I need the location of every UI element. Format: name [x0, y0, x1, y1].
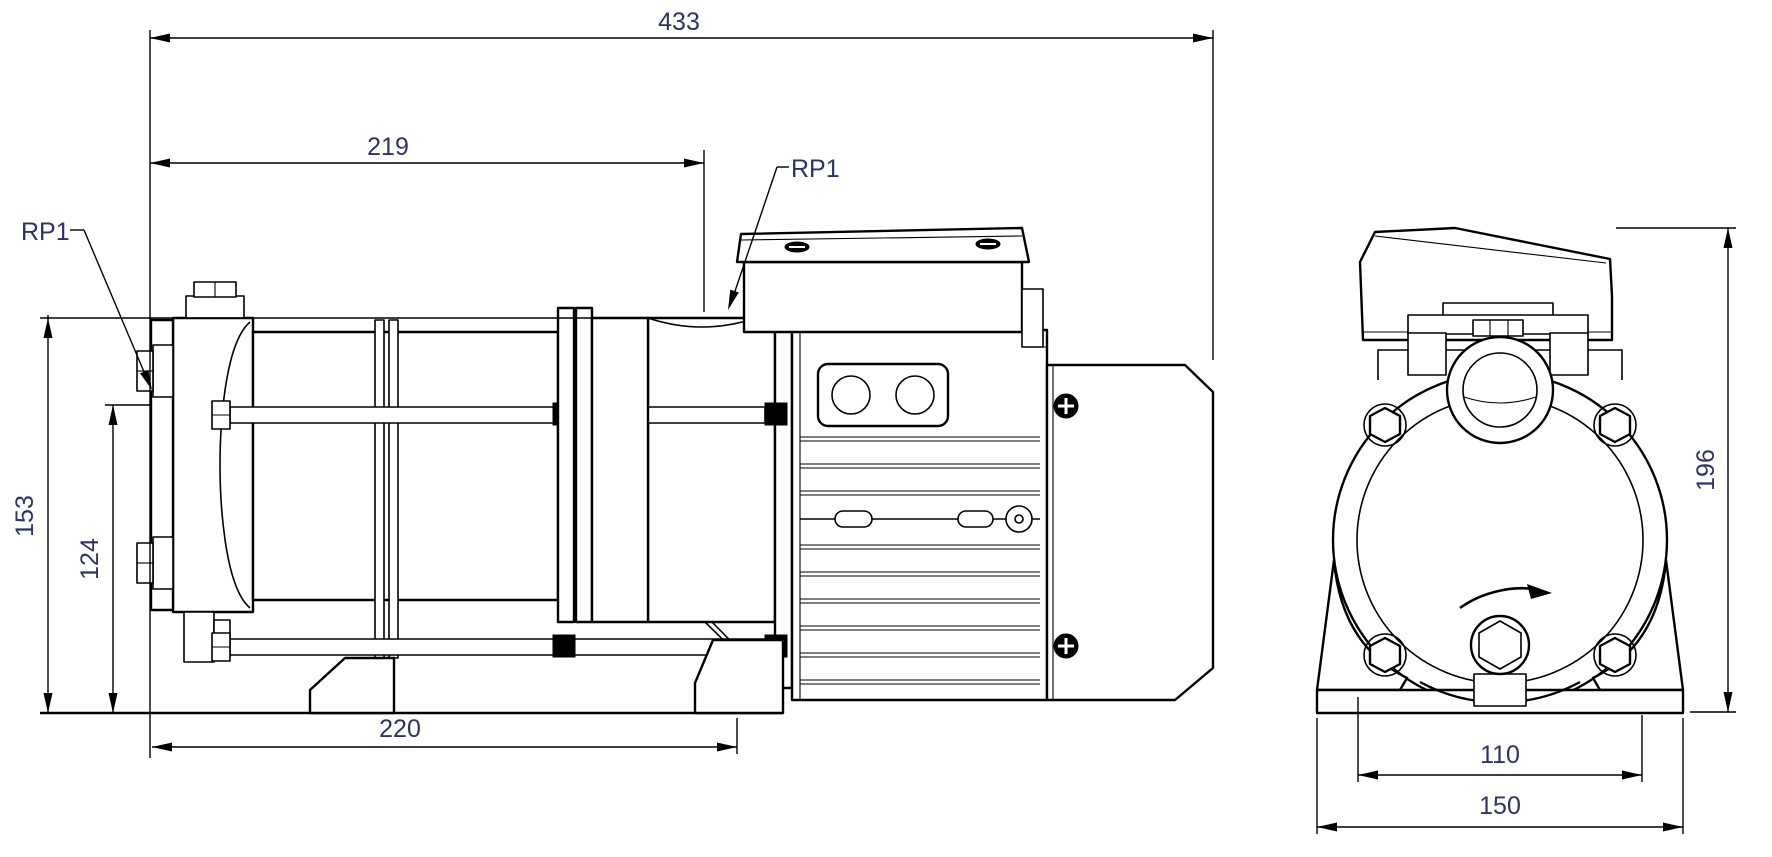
dim-base-width-label: 150	[1479, 792, 1521, 820]
tie-rod-bottom	[211, 632, 766, 662]
dimension-220: 220	[152, 715, 738, 754]
dimension-110: 110	[1357, 697, 1643, 782]
end-view: 196 110 150	[1315, 226, 1736, 834]
motor-foot	[693, 638, 785, 715]
pump-casing-front	[1331, 371, 1669, 709]
tie-rod-nut-top	[764, 402, 788, 426]
dim-overall-length-label: 433	[658, 8, 700, 36]
dim-foot-spacing-label: 110	[1480, 741, 1520, 769]
dim-port-distance-label: 219	[367, 133, 409, 161]
drain-plug	[1469, 614, 1531, 707]
terminal-box	[735, 226, 1047, 348]
motor-adapter	[773, 323, 794, 690]
rotation-arrow-icon	[1459, 584, 1552, 610]
pump-barrel	[251, 319, 560, 659]
phillips-screw-icon	[1053, 633, 1079, 659]
cable-gland	[1021, 288, 1044, 348]
hex-bolt-icon	[1363, 633, 1407, 677]
dim-height-overall-label: 153	[11, 495, 39, 537]
port-callout-left: RP1	[21, 218, 152, 390]
motor-fins	[800, 436, 1040, 685]
side-view: 433 219 153 124 220	[11, 8, 1215, 758]
dimension-153: 153	[11, 315, 592, 713]
casing-bolts	[1363, 403, 1637, 677]
drive-end-plate	[816, 362, 950, 428]
port-label-left: RP1	[21, 218, 70, 246]
pump-foot	[308, 656, 396, 715]
suction-end-cap	[136, 281, 255, 663]
discharge-flange	[556, 306, 650, 624]
hex-bolt-icon	[1363, 403, 1407, 447]
dimension-124: 124	[76, 404, 152, 713]
dim-height-inlet-label: 124	[76, 538, 104, 580]
hex-bolt-icon	[1593, 403, 1637, 447]
dimension-433: 433	[149, 8, 1214, 758]
dim-foot-length-label: 220	[379, 715, 421, 743]
discharge-section	[646, 316, 777, 624]
port-callout-top: RP1	[728, 155, 840, 310]
dimension-196: 196	[1616, 227, 1736, 713]
dimension-219: 219	[150, 133, 705, 312]
dim-end-height-label: 196	[1692, 449, 1720, 491]
discharge-port-front	[1445, 319, 1555, 445]
motor-nameplate	[800, 505, 1040, 533]
hex-bolt-icon	[1593, 633, 1637, 677]
phillips-screw-icon	[1053, 393, 1079, 419]
fan-cover	[1045, 363, 1215, 702]
dimension-150: 150	[1316, 718, 1684, 834]
port-label-top: RP1	[791, 155, 840, 183]
